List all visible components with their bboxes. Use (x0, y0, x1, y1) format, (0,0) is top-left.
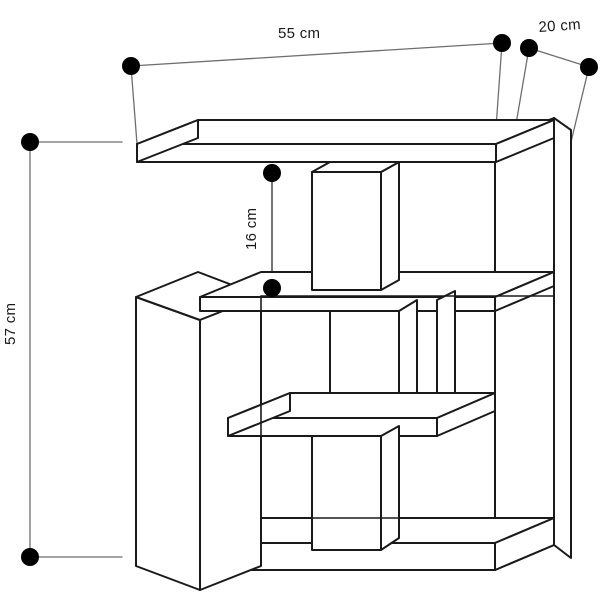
width-right-witness-line (495, 42, 503, 129)
lower-shelf-left-edge (227, 392, 291, 437)
gap-dimension-label: 16 cm (243, 207, 260, 250)
depth-left-witness-line (514, 47, 530, 131)
height-bottom-marker (21, 548, 39, 566)
width-right-marker (493, 34, 511, 52)
interior-edge-lines (260, 271, 555, 519)
top-shelf-front-face (136, 143, 497, 163)
gap-bottom-marker (263, 279, 281, 297)
width-dimension-label: 55 cm (278, 25, 321, 42)
depth-dimension-label: 20 cm (538, 16, 582, 36)
height-dimension-label: 57 cm (2, 302, 19, 345)
shelf-unit-geometry (135, 117, 572, 591)
right-side-panel-inner-face (494, 117, 555, 571)
top-shelf-left-edge (136, 119, 199, 163)
upper-vertical-divider-side-face (380, 161, 400, 291)
bottom-vertical-divider-side-face (380, 425, 400, 551)
bottom-panel-right-edge (494, 517, 555, 571)
gap-top-marker (263, 164, 281, 182)
left-side-panel-outer-face (135, 296, 201, 591)
right-side-panel-outer-face (553, 117, 572, 559)
lower-shelf-right-edge (436, 392, 496, 437)
top-shelf-right-edge (495, 119, 555, 163)
width-dimension-line (130, 42, 503, 67)
depth-right-marker (580, 58, 598, 76)
left-side-panel-front-face (199, 295, 262, 591)
width-left-witness-line (130, 65, 138, 145)
height-top-marker (21, 133, 39, 151)
dimension-leader-lines (29, 42, 590, 558)
depth-left-marker (520, 39, 538, 57)
depth-dimension-line (528, 47, 590, 68)
width-left-marker (122, 57, 140, 75)
depth-right-witness-line (570, 66, 590, 143)
bottom-vertical-divider-front-face (311, 435, 382, 551)
top-shelf-top-face (136, 119, 555, 145)
upper-vertical-divider-front-face (311, 171, 382, 291)
dimension-markers (21, 34, 598, 566)
